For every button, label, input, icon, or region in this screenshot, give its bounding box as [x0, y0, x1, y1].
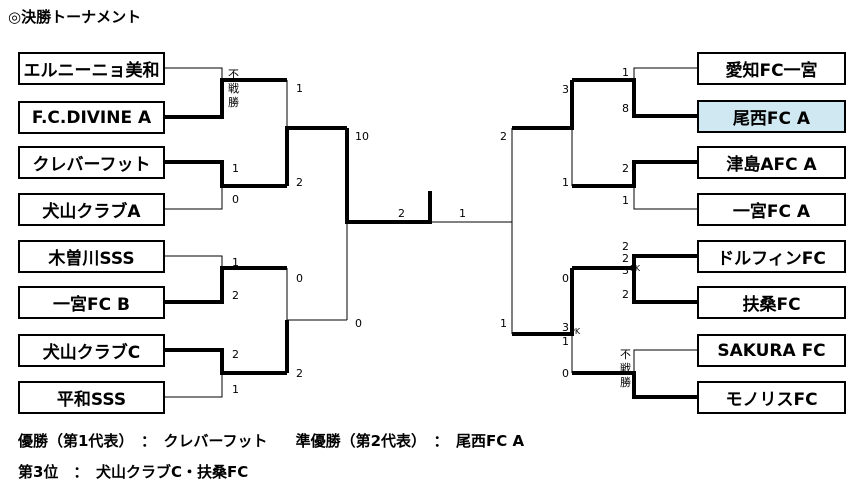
page-title: ◎決勝トーナメント [8, 8, 142, 26]
team-box-left-1: エルニーニョ美和 [18, 52, 165, 85]
score-l-r2-m2-bot: 2 [296, 367, 303, 380]
score-r-r2-m2-pk: 3 [562, 321, 569, 334]
third-place-teams: 犬山クラブC・扶桑FC [95, 463, 249, 481]
walkover-char-left-1: 不 [228, 68, 239, 81]
team-box-right-5: ドルフィンFC [697, 240, 846, 273]
score-r-r2-m1-top: 3 [562, 83, 569, 96]
score-l-r2-m1-bot: 2 [296, 176, 303, 189]
left-round1-lines [165, 67, 287, 398]
score-l-r1-m3-top: 1 [232, 256, 239, 269]
team-box-right-4: 一宮FC A [697, 193, 846, 226]
team-box-left-8: 平和SSS [18, 381, 165, 414]
score-r-r1-m2-top: 2 [622, 162, 629, 175]
team-box-left-4: 犬山クラブA [18, 193, 165, 226]
third-place-label: 第3位 ： [18, 463, 96, 481]
right-round2-lines [512, 80, 574, 373]
score-l-r2-m1-top: 1 [296, 82, 303, 95]
winner-team: クレバーフット [163, 432, 268, 450]
winner-label: 優勝（第1代表） ： [18, 432, 164, 450]
score-l-sf-top: 10 [355, 130, 369, 143]
score-r-sf-top: 2 [500, 130, 507, 143]
walkover-char-left-3: 勝 [228, 95, 239, 109]
score-r-sf-bot: 1 [500, 317, 507, 330]
score-r-r2-m2-pk2: 1 [562, 335, 569, 348]
walkover-char-right-1: 不 [620, 348, 631, 361]
pk-label-r2: PK [570, 327, 581, 336]
right-round1-lines [572, 67, 697, 399]
score-l-r1-m2-top: 1 [232, 162, 239, 175]
team-box-right-3: 津島AFC A [697, 146, 846, 179]
result-line-1: 優勝（第1代表） ： クレバーフット 準優勝（第2代表） ： 尾西FC A [18, 430, 524, 451]
score-final-left: 2 [398, 207, 405, 220]
score-r-r2-m2-bot: 0 [562, 367, 569, 380]
score-r-r1-m3-b: 2 [622, 252, 629, 265]
runner-up-label: 準優勝（第2代表） ： [295, 432, 457, 450]
score-final-right: 1 [459, 207, 466, 220]
team-box-left-6: 一宮FC B [18, 286, 165, 319]
team-box-right-1: 愛知FC一宮 [697, 52, 846, 85]
score-l-r1-m2-bot: 0 [232, 193, 239, 206]
score-r-r1-m1-bot: 8 [622, 102, 629, 115]
team-box-right-2-highlighted: 尾西FC A [697, 100, 846, 133]
pk-label-r1: PK [630, 264, 641, 273]
team-box-right-6: 扶桑FC [697, 286, 846, 319]
team-box-left-5: 木曽川SSS [18, 240, 165, 273]
walkover-char-right-3: 勝 [620, 375, 631, 389]
team-box-left-3: クレバーフット [18, 146, 165, 179]
score-l-sf-bot: 0 [355, 317, 362, 330]
team-box-left-7: 犬山クラブC [18, 334, 165, 367]
score-l-r1-m4-bot: 1 [232, 383, 239, 396]
team-box-left-2: F.C.DIVINE A [18, 101, 165, 134]
team-box-right-8: モノリスFC [697, 381, 846, 414]
score-l-r2-m2-top: 0 [296, 272, 303, 285]
score-r-r1-m3-c: 3 [622, 264, 629, 277]
result-line-2: 第3位 ： 犬山クラブC・扶桑FC [18, 461, 248, 482]
runner-up-team: 尾西FC A [456, 432, 525, 450]
score-r-r1-m1-top: 1 [622, 66, 629, 79]
score-r-r1-m2-bot: 1 [622, 194, 629, 207]
score-r-r2-m1-bot: 1 [562, 176, 569, 189]
left-round2-lines [285, 80, 347, 373]
score-r-r1-m3-d: 2 [622, 288, 629, 301]
walkover-char-right-2: 戦 [620, 362, 631, 375]
team-box-right-7: SAKURA FC [697, 334, 846, 367]
walkover-char-left-2: 戦 [228, 82, 239, 95]
left-semifinal-lines [345, 128, 432, 320]
score-r-r2-m2-top: 0 [562, 272, 569, 285]
score-l-r1-m4-top: 2 [232, 348, 239, 361]
score-l-r1-m3-bot: 2 [232, 289, 239, 302]
score-r-r1-m3-a: 2 [622, 240, 629, 253]
